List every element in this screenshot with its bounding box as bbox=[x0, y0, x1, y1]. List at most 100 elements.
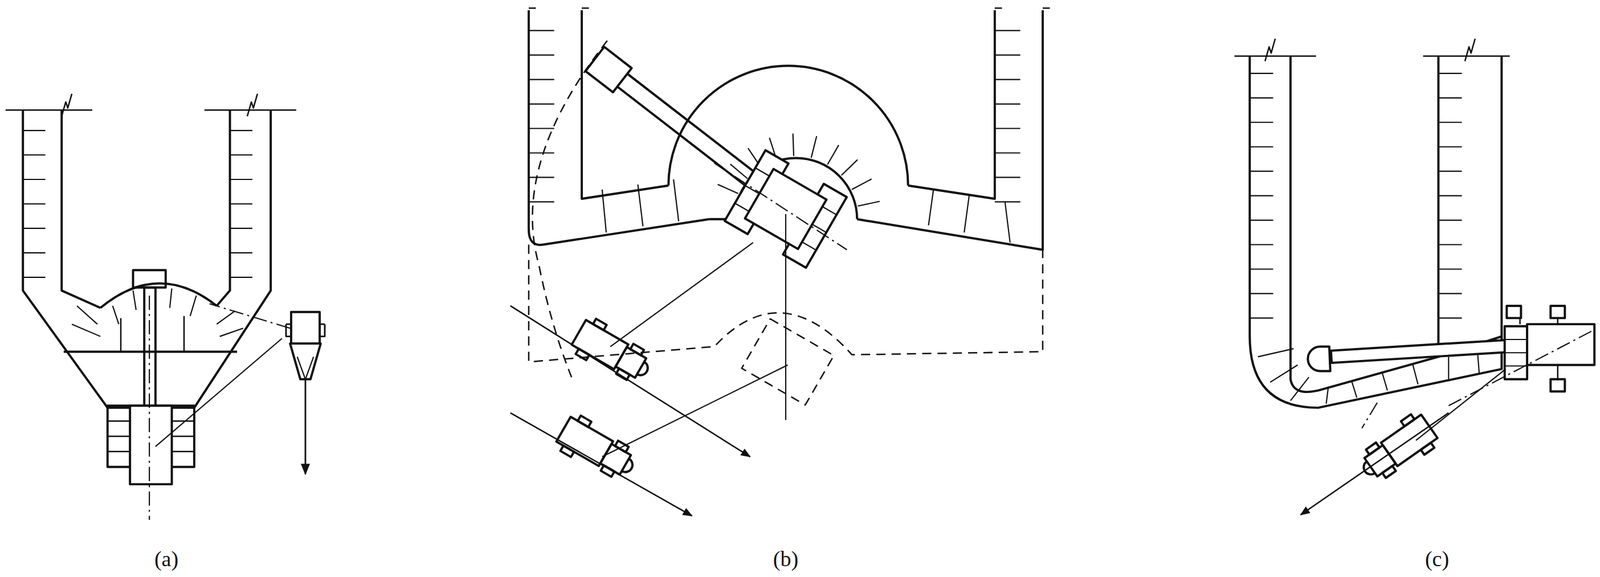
trench-plan-a-line-line bbox=[22, 203, 46, 205]
trench-plan-c-line bbox=[1520, 317, 1558, 379]
trench-plan-b-line-line bbox=[528, 176, 555, 178]
trench-plan-a-line bbox=[61, 94, 258, 117]
trench-plan-b-line-line bbox=[637, 184, 643, 227]
trench-plan-b-line-line bbox=[528, 201, 555, 203]
trench-plan-b-line-line bbox=[528, 127, 555, 129]
trench-plan-a-line-line bbox=[230, 129, 253, 132]
trench-plan-b-line-line bbox=[528, 30, 555, 32]
trench-plan-c-line bbox=[1361, 331, 1592, 429]
trench-plan-b-line-line bbox=[593, 319, 607, 331]
trench-plan-c-line-line bbox=[1438, 243, 1462, 246]
trench-plan-c-line bbox=[1249, 73, 1462, 319]
trench-plan-c-line bbox=[1290, 55, 1439, 393]
trench-plan-a-line bbox=[129, 405, 172, 485]
trench-plan-c-line-line bbox=[1249, 170, 1273, 173]
trench-plan-a-line-line bbox=[230, 203, 253, 205]
figure-label: (c) bbox=[1422, 546, 1452, 572]
trench-plan-b-line-line bbox=[615, 347, 647, 378]
trench-plan-b-line-line bbox=[600, 443, 631, 475]
trench-plan-a-line bbox=[120, 316, 185, 353]
trench-plan-c-line bbox=[1307, 347, 1330, 372]
trench-plan-c-line-line bbox=[1249, 195, 1273, 197]
trench-plan-b-line bbox=[714, 162, 848, 250]
trench-plan-c-line-line bbox=[1249, 97, 1273, 99]
trench-plan-c-line-line bbox=[1438, 72, 1462, 75]
trench-plan-a-line bbox=[209, 303, 291, 329]
trench-plan-a-line-line bbox=[230, 227, 253, 230]
trench-plan-c-line-line bbox=[1249, 72, 1273, 75]
trench-plan-b-line-line bbox=[741, 319, 835, 406]
trench-plan-b-line bbox=[785, 214, 787, 421]
trench-plan-b-line-line bbox=[928, 188, 934, 226]
trench-plan-c-line bbox=[1234, 55, 1510, 57]
trench-plan-c-line-line bbox=[1438, 219, 1462, 222]
trench-plan-b-line-line bbox=[857, 201, 880, 207]
trench-plan-b-line-line bbox=[528, 79, 555, 81]
trench-plan-c-line-line bbox=[1249, 243, 1273, 246]
trench-plan-a-line bbox=[133, 270, 166, 288]
trench-plan-a-line-line bbox=[230, 276, 253, 279]
trench-plan-c-line-line bbox=[1365, 442, 1380, 455]
trench-plan-c-line bbox=[1415, 369, 1506, 441]
figure-label: (a) bbox=[152, 546, 181, 572]
trench-plan-a-line bbox=[71, 288, 244, 337]
trench-plan-b-line-line bbox=[528, 103, 555, 105]
trench-plan-b bbox=[510, 7, 1051, 516]
trench-plan-b-line-line bbox=[637, 361, 651, 378]
trench-plan-a-line bbox=[286, 324, 325, 337]
trench-plan-c-line-line bbox=[1249, 146, 1273, 148]
trench-plan-b-line-line bbox=[994, 152, 1021, 154]
trench-plan-b-line-line bbox=[673, 179, 679, 222]
trench-plan-a-line bbox=[297, 356, 314, 379]
trench-plan-b-line bbox=[568, 314, 657, 390]
trench-plan-a-line-line bbox=[22, 276, 46, 279]
trench-plan-b-line-line bbox=[994, 103, 1021, 105]
trench-plan-a-line bbox=[22, 109, 271, 408]
trench-plan-b-line-line bbox=[1005, 201, 1011, 243]
trench-plan-c-line-line bbox=[1438, 317, 1462, 319]
trench-plan-b-line-line bbox=[841, 159, 858, 175]
trench-plan-a-line bbox=[63, 350, 238, 353]
trench-plan-c-line-line bbox=[1401, 414, 1415, 427]
trench-plan-b-line bbox=[553, 411, 642, 487]
trench-plan-c-line bbox=[1550, 379, 1565, 392]
trench-plan-b-line-line bbox=[793, 133, 794, 157]
trench-plan-c-line bbox=[1504, 339, 1528, 367]
trench-plan-c-line-line bbox=[1438, 170, 1462, 173]
trench-plan-b-line bbox=[528, 10, 710, 246]
trench-plan-c-line bbox=[1506, 305, 1521, 318]
trench-plan-b-line bbox=[602, 242, 789, 457]
trench-plan-b-line-line bbox=[994, 176, 1021, 178]
trench-plan-c-line-line bbox=[1249, 268, 1273, 270]
trench-plan-b-line bbox=[510, 413, 693, 517]
trench-plan-a-line-line bbox=[22, 252, 46, 254]
trench-plan-b-line-line bbox=[577, 415, 592, 428]
figure-label: (b) bbox=[770, 546, 801, 572]
trench-plan-a-line-line bbox=[230, 252, 253, 254]
trench-plan-c-line-line bbox=[1438, 268, 1462, 270]
trench-plan-a-line-line bbox=[22, 129, 46, 132]
trench-plan-c-line-line bbox=[1249, 121, 1273, 124]
trench-plan-a-line-line bbox=[22, 227, 46, 230]
trench-plan-b-line-line bbox=[630, 344, 644, 356]
trench-plan-a-line-line bbox=[22, 154, 46, 156]
trench-plan-c-line bbox=[1550, 305, 1565, 318]
trench-plan-b-line-line bbox=[585, 46, 632, 93]
trench-plan-c-line-line bbox=[1438, 97, 1462, 99]
trench-plan-c-line-line bbox=[1249, 317, 1273, 319]
trench-plan-c-line bbox=[1331, 338, 1531, 363]
trench-plan-a-line bbox=[291, 312, 320, 344]
trench-plan-c-line-line bbox=[1382, 466, 1397, 479]
trench-plan-b-line bbox=[741, 319, 835, 406]
trench-plan-b-line-line bbox=[994, 201, 1021, 203]
trench-plan-b-line-line bbox=[717, 184, 738, 194]
trench-plan-a-line bbox=[304, 379, 307, 475]
trench-plan-c-line-line bbox=[1249, 219, 1273, 222]
trench-plan-a-line bbox=[290, 343, 321, 380]
trench-plan-b-line-line bbox=[994, 127, 1021, 129]
trench-plan-c-line-line bbox=[1438, 146, 1462, 148]
trench-plan-b-line-line bbox=[621, 458, 635, 475]
trench-plan-b-line-line bbox=[851, 178, 872, 190]
trench-plan-c-line-line bbox=[1421, 442, 1435, 455]
